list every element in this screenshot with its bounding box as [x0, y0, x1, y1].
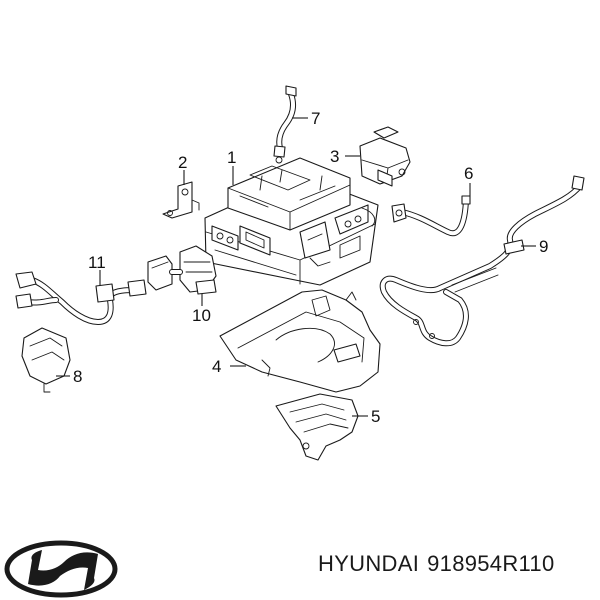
part-9-harness[interactable]	[379, 175, 585, 347]
callout-3: 3	[330, 147, 339, 166]
callout-11: 11	[88, 253, 106, 272]
part-10-connector[interactable]	[147, 245, 217, 295]
callout-10: 10	[192, 306, 211, 325]
callout-8: 8	[73, 367, 82, 386]
part-5-shield[interactable]	[275, 393, 359, 461]
callout-4: 4	[212, 357, 221, 376]
part-4-tray[interactable]	[219, 289, 381, 393]
part-8-cover[interactable]	[21, 327, 71, 393]
part-6-cable[interactable]	[391, 195, 471, 237]
part-3-connector[interactable]	[359, 126, 411, 187]
callout-9: 9	[539, 237, 548, 256]
brand-name: HYUNDAI	[318, 551, 420, 576]
hyundai-logo-icon	[4, 540, 118, 598]
part-label: HYUNDAI 918954R110	[318, 551, 588, 577]
part-11-harness[interactable]	[15, 271, 147, 325]
part-1-inverter-unit[interactable]	[204, 157, 379, 286]
part-number: 918954R110	[427, 551, 555, 576]
callout-7: 7	[311, 109, 320, 128]
callout-2: 2	[178, 153, 187, 172]
callout-6: 6	[464, 164, 473, 183]
callout-1: 1	[227, 148, 236, 167]
part-2-bracket[interactable]	[162, 181, 200, 219]
callout-5: 5	[371, 407, 380, 426]
part-7-cable[interactable]	[273, 85, 297, 164]
